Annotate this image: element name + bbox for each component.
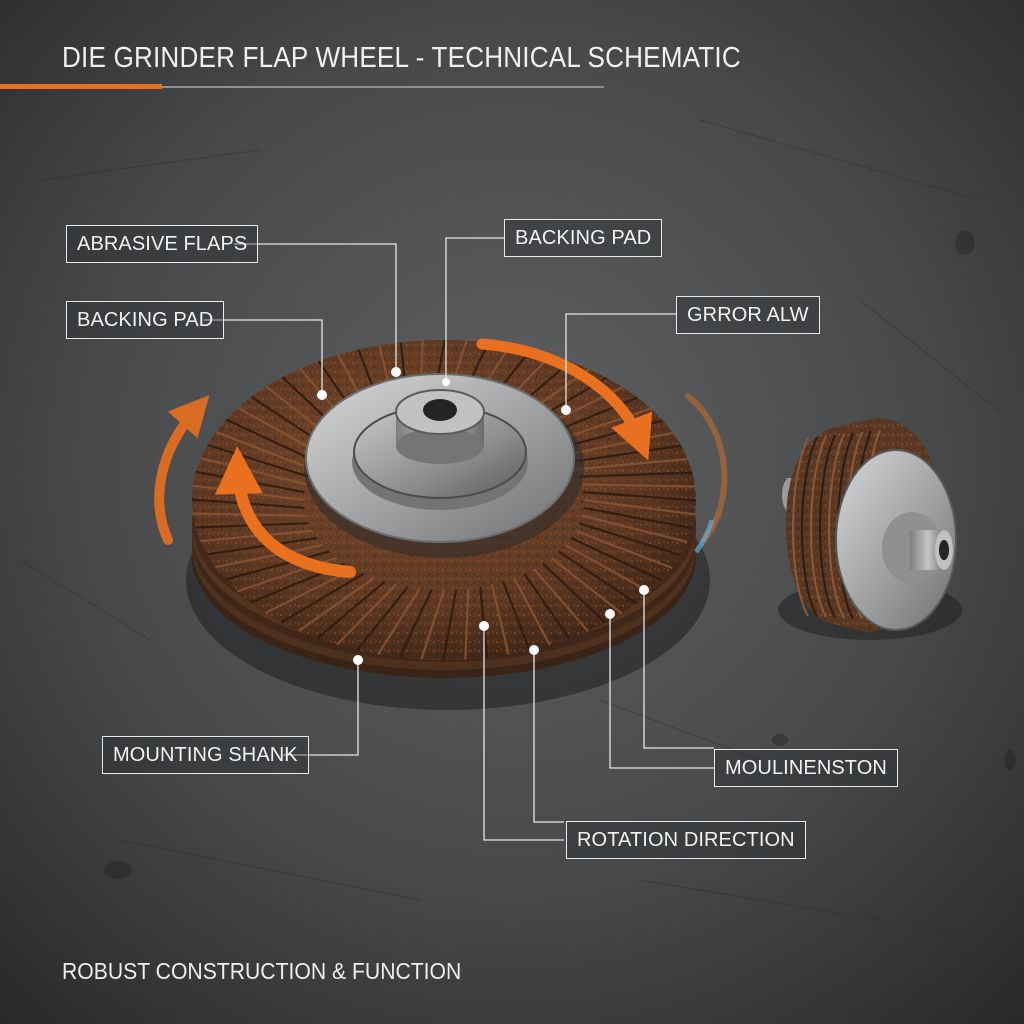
flap-edge (215, 543, 323, 569)
small-wheel-bore (939, 540, 949, 560)
flap-edge (550, 556, 623, 615)
rotation-glow-arc (685, 393, 728, 543)
callout-moulinenston: MOULINENSTON (714, 749, 898, 787)
rotation-arrow-left-outer (154, 395, 210, 545)
flap-edge (570, 537, 663, 582)
flap-edge (336, 583, 397, 646)
flap-edge (502, 581, 531, 651)
flap-edge (558, 550, 638, 605)
rotation-arrow-left-inner (214, 446, 356, 578)
footer-tagline: ROBUST CONSTRUCTION & FUNCTION (62, 958, 462, 984)
flap-edge (298, 577, 375, 632)
flap-edge (523, 573, 571, 640)
leader-dots (317, 367, 649, 665)
callout-mounting-shank: MOUNTING SHANK (102, 736, 309, 774)
mounting-bore (423, 399, 457, 421)
small-flap-ridge (819, 434, 836, 618)
flap-edge (225, 418, 318, 463)
callout-abrasive-flaps: ABRASIVE FLAPS (66, 225, 259, 263)
flap-edge (564, 544, 651, 594)
callout-backing-pad-top: BACKING PAD (504, 219, 663, 257)
flap-edge (280, 572, 365, 624)
callout-backing-pad-left: BACKING PAD (66, 301, 225, 339)
flap-edge (356, 586, 409, 651)
small-flap-ridge (792, 437, 809, 617)
small-flap-ridge (801, 436, 818, 617)
flap-edge (533, 568, 589, 633)
flap-edge (377, 588, 421, 656)
flap-edge (542, 562, 607, 624)
surface-stains (104, 231, 1016, 879)
flap-edge (578, 522, 681, 557)
rotation-arrow-right (476, 338, 653, 461)
rotation-arrows (154, 338, 728, 578)
flap-edge (464, 588, 470, 660)
flap-edge (398, 589, 433, 658)
blue-glow-arc (693, 519, 715, 554)
flap-edge (583, 491, 697, 502)
flap-edge (575, 457, 688, 471)
flap-edge (490, 584, 510, 655)
surface-scratches (19, 119, 1011, 941)
small-flap-wheel (778, 418, 962, 640)
flap-edge (442, 589, 458, 661)
flap-edge (583, 498, 696, 516)
title-underline-accent (0, 84, 162, 89)
page-title: DIE GRINDER FLAP WHEEL - TECHNICAL SCHEM… (62, 42, 741, 74)
flap-edge (316, 580, 386, 640)
flap-edge (420, 589, 446, 660)
flap-edge (581, 483, 696, 488)
flap-edge (581, 514, 688, 543)
flap-edge (225, 550, 330, 581)
flap-wheel (186, 339, 710, 710)
title-underline (162, 86, 604, 88)
flap-edge (513, 577, 551, 646)
small-flap-ridge (810, 435, 827, 618)
flap-edge (579, 471, 693, 478)
callout-rotation-direction: ROTATION DIRECTION (566, 821, 806, 859)
leader-lines (204, 237, 714, 841)
callout-grror-alw: GRROR ALW (676, 296, 820, 334)
flap-edge (583, 506, 693, 530)
flap-edge (206, 536, 318, 556)
flap-edge (215, 430, 313, 471)
small-flap-ridge (828, 433, 845, 619)
flap-edge (575, 529, 673, 570)
